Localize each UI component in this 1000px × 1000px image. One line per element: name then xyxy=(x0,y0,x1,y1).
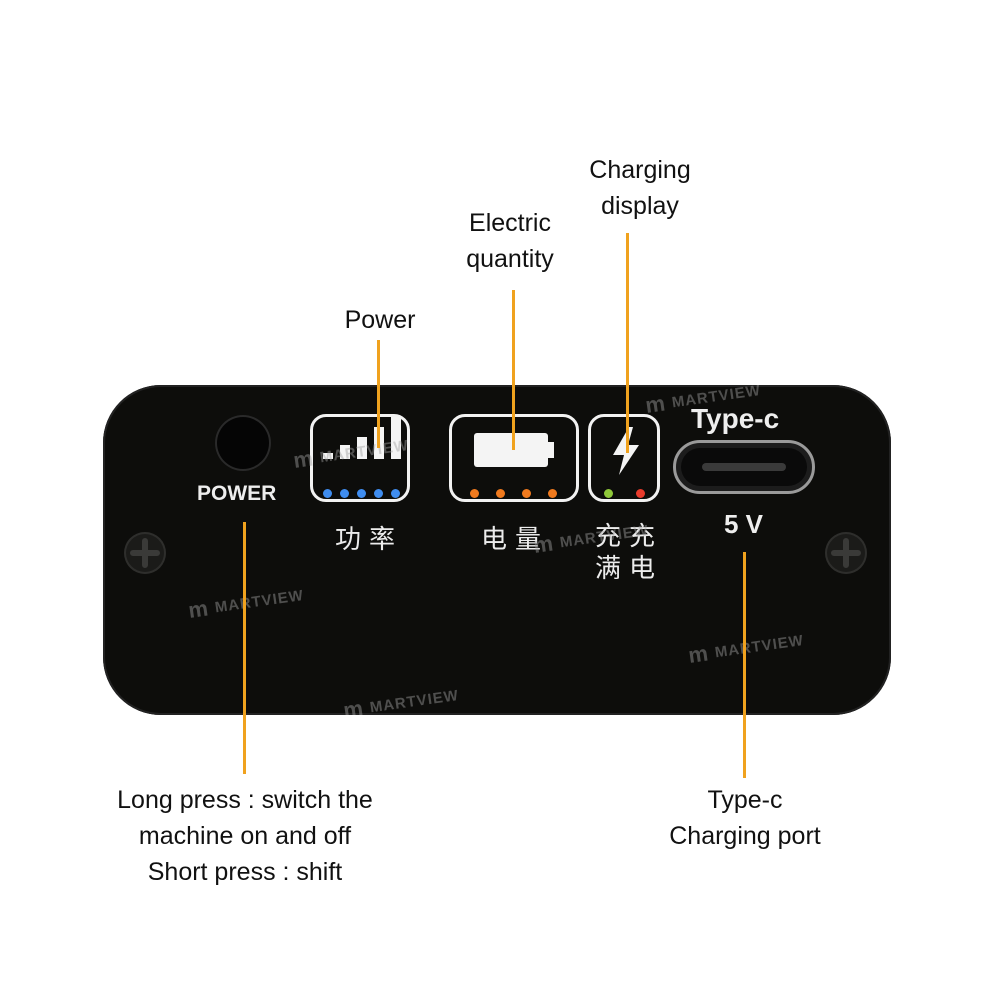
watermark-text: MARTVIEW xyxy=(713,631,805,661)
charging-cn-label: 充充 xyxy=(595,522,664,552)
battery-icon xyxy=(474,433,548,467)
watermark-logo-icon: m xyxy=(531,530,556,558)
callout-power: Power xyxy=(330,302,430,338)
callout-type-c-line1: Type-c xyxy=(707,786,783,814)
callout-electric-line1: Electric xyxy=(469,209,551,237)
power-bar-2 xyxy=(340,445,350,459)
callout-charging-line1: Charging xyxy=(589,156,691,184)
power-bar-3 xyxy=(357,437,367,459)
leader-power-button xyxy=(243,522,246,774)
callout-power-text: Power xyxy=(344,306,416,334)
callout-power-button-line2: machine on and off xyxy=(138,822,352,850)
callout-charging-line2: display xyxy=(601,192,679,220)
power-cn-label: 功率 xyxy=(335,525,404,555)
right-screw-icon xyxy=(825,532,867,574)
quantity-cn-label: 电量 xyxy=(481,525,550,555)
watermark-text: MARTVIEW xyxy=(213,586,305,616)
power-bar-1 xyxy=(323,453,333,459)
power-dot-2 xyxy=(340,489,349,498)
leader-type-c-port xyxy=(743,552,746,778)
charging-dot xyxy=(604,489,613,498)
callout-power-button: Long press : switch the machine on and o… xyxy=(90,782,400,890)
leader-power xyxy=(377,340,380,448)
watermark-logo-icon: m xyxy=(686,640,711,668)
watermark-logo-icon: m xyxy=(643,390,668,418)
type-c-tongue xyxy=(702,463,786,471)
leader-charging-display xyxy=(626,233,629,453)
power-dot-3 xyxy=(357,489,366,498)
callout-power-button-line1: Long press : switch the xyxy=(117,786,373,814)
type-c-port[interactable] xyxy=(673,440,815,494)
watermark-text: MARTVIEW xyxy=(368,686,460,715)
power-dot-1 xyxy=(323,489,332,498)
power-label: POWER xyxy=(197,482,277,505)
quantity-dot-2 xyxy=(496,489,505,498)
quantity-dot-4 xyxy=(548,489,557,498)
leader-electric-quantity xyxy=(512,290,515,450)
callout-charging-display: Charging display xyxy=(565,152,715,224)
watermark-logo-icon: m xyxy=(291,445,316,473)
battery-tip xyxy=(548,442,554,458)
watermark-logo-icon: m xyxy=(341,695,366,715)
power-bar-5 xyxy=(391,417,401,459)
callout-electric-quantity: Electric quantity xyxy=(440,205,580,277)
callout-type-c-line2: Charging port xyxy=(669,822,821,850)
type-c-label: Type-c xyxy=(691,403,780,434)
power-button[interactable] xyxy=(215,415,271,471)
quantity-dot-3 xyxy=(522,489,531,498)
voltage-label: 5 V xyxy=(724,509,764,539)
watermark-logo-icon: m xyxy=(186,595,211,623)
left-screw-icon xyxy=(124,532,166,574)
callout-power-button-line3: Short press : shift xyxy=(147,858,343,886)
charging-indicator xyxy=(588,414,660,502)
power-dot-5 xyxy=(391,489,400,498)
quantity-dot-1 xyxy=(470,489,479,498)
full-dot xyxy=(636,489,645,498)
power-dot-4 xyxy=(374,489,383,498)
full-cn-label: 满电 xyxy=(595,554,664,584)
callout-electric-line2: quantity xyxy=(466,245,554,273)
callout-type-c-port: Type-c Charging port xyxy=(645,782,845,854)
